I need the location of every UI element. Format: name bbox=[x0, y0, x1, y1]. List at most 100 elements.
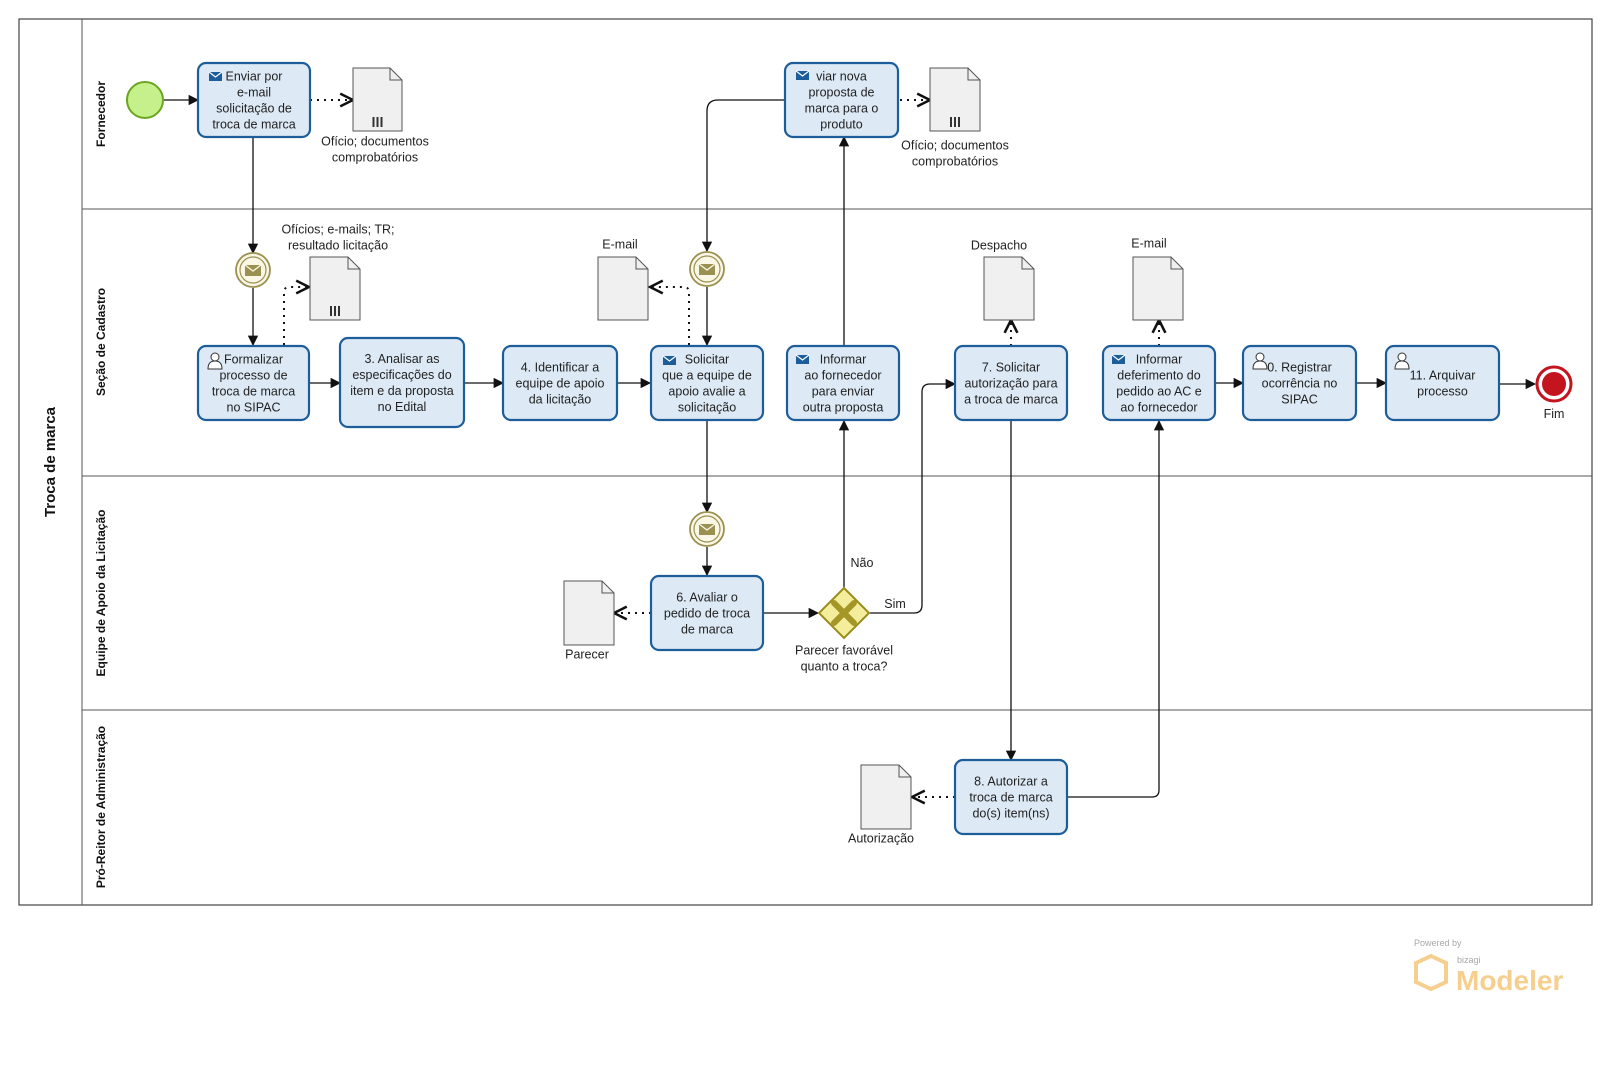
task-label: 3. Analisar as bbox=[364, 352, 439, 366]
watermark-product: Modeler bbox=[1456, 965, 1563, 996]
task-label: marca para o bbox=[805, 101, 879, 115]
lane-title-equipe-apoio: Equipe de Apoio da Licitação bbox=[94, 510, 108, 677]
task-label: 6. Avaliar o bbox=[676, 590, 738, 604]
document-label-oficio: Ofício; documentos bbox=[321, 134, 429, 148]
data-object-icon bbox=[563, 580, 615, 646]
end-event[interactable] bbox=[1535, 365, 1573, 403]
task-label: outra proposta bbox=[803, 400, 884, 414]
document-label-despacho: Despacho bbox=[971, 238, 1027, 252]
task-label: troca de marca bbox=[969, 790, 1052, 804]
user-task-icon bbox=[1394, 352, 1410, 370]
gateway-label-yes: Sim bbox=[884, 597, 906, 611]
task-label: troca de marca bbox=[212, 384, 295, 398]
tasks: Enviar por e-mail solicitação de troca de m… bbox=[196, 61, 1501, 836]
task-t8[interactable]: 8. Autorizar a troca de marca do(s) item(n… bbox=[953, 758, 1069, 836]
document-label-email: E-mail bbox=[602, 237, 637, 251]
pool-title: Troca de marca bbox=[42, 406, 59, 517]
task-t9[interactable]: Informar deferimento do pedido ao AC e ao f… bbox=[1101, 344, 1217, 422]
task-label: equipe de apoio bbox=[516, 376, 605, 390]
task-t3[interactable]: 3. Analisar as especificações do item e da… bbox=[338, 336, 466, 429]
task-label: do(s) item(ns) bbox=[972, 806, 1049, 820]
task-label: 8. Autorizar a bbox=[974, 774, 1048, 788]
user-task-icon bbox=[1252, 352, 1268, 370]
task-label: de marca bbox=[681, 622, 733, 636]
task-t1[interactable]: Enviar por e-mail solicitação de troca de m… bbox=[196, 61, 312, 139]
task-label: no Edital bbox=[378, 400, 427, 414]
document-label-oficios-emails: Ofícios; e-mails; TR; bbox=[282, 222, 395, 236]
task-t2[interactable]: Formalizar processo de troca de marca no SI… bbox=[196, 344, 311, 422]
task-t4[interactable]: 4. Identificar a equipe de apoio da licita… bbox=[501, 344, 619, 422]
task-label: ocorrência no bbox=[1262, 376, 1338, 390]
task-label: SIPAC bbox=[1281, 392, 1318, 406]
message-catch-event[interactable] bbox=[235, 252, 271, 288]
task-label: ao fornecedor bbox=[804, 368, 881, 382]
bizagi-watermark: Powered by bizagi Modeler bbox=[1414, 938, 1563, 996]
data-object-icon bbox=[929, 67, 981, 132]
bizagi-logo-icon bbox=[1414, 953, 1448, 992]
task-label: pedido de troca bbox=[664, 606, 750, 620]
task-label: proposta de bbox=[808, 85, 874, 99]
user-task-icon bbox=[207, 352, 223, 370]
data-object-icon bbox=[860, 764, 912, 830]
task-label: Formalizar bbox=[224, 352, 283, 366]
task-label: e-mail bbox=[237, 85, 271, 99]
task-label: Informar bbox=[820, 352, 867, 366]
message-catch-event[interactable] bbox=[689, 511, 725, 547]
message-catch-event[interactable] bbox=[689, 251, 725, 287]
task-label: que a equipe de bbox=[662, 368, 752, 382]
task-label: solicitação bbox=[678, 400, 736, 414]
document-label-autorizacao: Autorização bbox=[848, 831, 914, 845]
start-event[interactable] bbox=[126, 81, 164, 119]
task-label: processo de bbox=[219, 368, 287, 382]
data-object-icon bbox=[309, 256, 361, 321]
task-label: item e da proposta bbox=[350, 384, 454, 398]
documents bbox=[309, 67, 1184, 830]
task-label: a troca de marca bbox=[964, 392, 1058, 406]
associations bbox=[283, 100, 1159, 797]
document-label-parecer: Parecer bbox=[565, 647, 609, 661]
flow-gateway-yes bbox=[869, 378, 957, 614]
data-object-icon bbox=[1132, 256, 1184, 321]
task-label: da licitação bbox=[529, 392, 592, 406]
task-label: Solicitar bbox=[685, 352, 729, 366]
task-label: Informar bbox=[1136, 352, 1183, 366]
gateway-label-no: Não bbox=[851, 556, 874, 570]
task-label: ao fornecedor bbox=[1120, 400, 1197, 414]
task-label: autorização para bbox=[964, 376, 1057, 390]
task-t6[interactable]: 6. Avaliar o pedido de troca de marca bbox=[649, 574, 765, 652]
flow-t8-to-t9 bbox=[1068, 419, 1165, 798]
data-object-icon bbox=[597, 256, 649, 321]
task-label: especificações do bbox=[352, 368, 451, 382]
document-label-email: E-mail bbox=[1131, 236, 1166, 250]
task-label: troca de marca bbox=[212, 117, 295, 131]
data-object-icon bbox=[983, 256, 1035, 321]
document-label-oficio: comprobatórios bbox=[332, 150, 418, 164]
task-label: 4. Identificar a bbox=[521, 360, 600, 374]
lane-title-pro-reitor: Pró-Reitor de Administração bbox=[94, 726, 108, 888]
message-events bbox=[235, 251, 725, 547]
gateway-question-label: quanto a troca? bbox=[801, 659, 888, 673]
task-t-enviar-nova[interactable]: viar nova proposta de marca para o produto bbox=[783, 61, 900, 139]
task-label: 11. Arquivar bbox=[1410, 368, 1476, 382]
exclusive-gateway[interactable] bbox=[817, 586, 871, 640]
task-label: viar nova bbox=[816, 69, 867, 83]
task-label: no SIPAC bbox=[227, 400, 281, 414]
task-label: Enviar por bbox=[226, 69, 283, 83]
document-label-oficios-emails: resultado licitação bbox=[288, 238, 388, 252]
watermark-powered-by: Powered by bbox=[1414, 938, 1462, 948]
task-label: pedido ao AC e bbox=[1116, 384, 1202, 398]
pool: Troca de marca Fornecedor Seção de Cadas… bbox=[18, 18, 1593, 906]
flow-nova-proposta-to-message bbox=[701, 99, 784, 253]
lane-title-secao-cadastro: Seção de Cadastro bbox=[94, 288, 108, 396]
task-label: deferimento do bbox=[1117, 368, 1200, 382]
task-label: solicitação de bbox=[216, 101, 292, 115]
text-labels: Ofício; documentos comprobatórios Ofício; … bbox=[282, 134, 1167, 845]
document-label-oficio: Ofício; documentos bbox=[901, 138, 1009, 152]
task-label: produto bbox=[820, 117, 862, 131]
data-object-icon bbox=[352, 67, 403, 132]
